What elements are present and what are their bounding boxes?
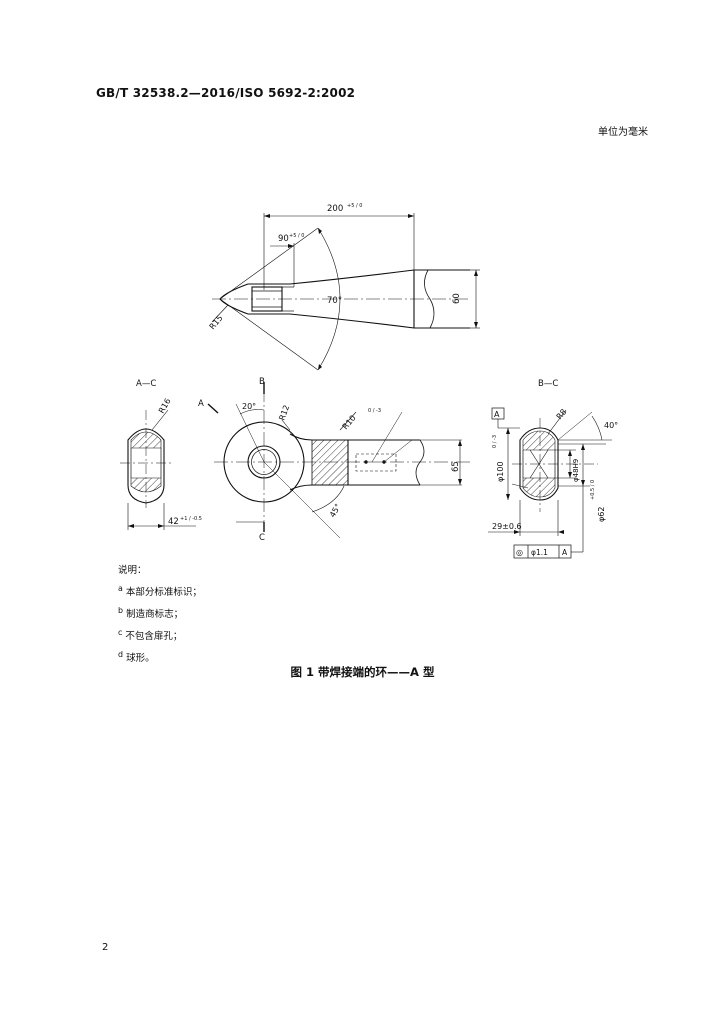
dim-90-label: 90 (278, 234, 289, 244)
technical-drawing: 200 +5 / 0 90 +5 / 0 70° 60 R15 A—C R16 … (120, 203, 618, 559)
front-view (207, 382, 470, 539)
tol-frame-value: φ1.1 (531, 548, 548, 557)
legend-item: c 不包含扉孔； (118, 628, 183, 643)
datum-a-label: A (494, 410, 500, 419)
dim-200-label: 200 (327, 204, 343, 214)
radius-12-label: R12 (277, 404, 291, 422)
dim-90-tol: +5 / 0 (289, 233, 304, 239)
dim-65-label: 65 (451, 461, 461, 472)
dim-42-label: 42 (168, 517, 179, 527)
legend-item: a 本部分标准标识； (118, 584, 202, 599)
section-bc-title: B—C (538, 379, 558, 389)
dim-200-tol: +5 / 0 (347, 203, 362, 209)
angle-20-label: 20° (242, 402, 256, 411)
dia-62-tol: +0.5 / 0 (590, 480, 596, 500)
section-mark-a: A (198, 399, 204, 409)
dim-60-label: 60 (452, 293, 462, 304)
dia-100-tol: 0 / -3 (492, 435, 498, 448)
dia-62-label: φ62 (597, 507, 606, 522)
radius-8-label: R8 (555, 407, 569, 421)
unit-note: 单位为毫米 (598, 127, 648, 138)
radius-15-label: R15 (208, 313, 225, 331)
legend-item: d 球形。 (118, 650, 155, 665)
section-ac-title: A—C (136, 379, 156, 389)
dia-100-label: φ100 (496, 461, 505, 482)
radius-10-label: R10 (341, 413, 358, 431)
legend-item: b 制造商标志； (118, 606, 184, 621)
legend-title: 说明： (118, 565, 147, 576)
section-bc-view (488, 407, 612, 559)
angle-70-label: 70° (327, 296, 342, 306)
dim-42-tol: +1 / -0.5 (180, 516, 202, 522)
tol-frame-datum: A (562, 548, 568, 557)
angle-45-label: 45° (328, 502, 343, 519)
section-mark-b: B (259, 377, 265, 387)
figure-caption: 图 1 带焊接端的环——A 型 (290, 665, 435, 679)
top-view (211, 213, 480, 371)
tol-frame-symbol: ◎ (516, 548, 523, 557)
section-mark-c: C (259, 533, 265, 543)
page-number: 2 (102, 942, 109, 953)
dia-48-label: φ48H9 (572, 459, 580, 482)
dim-29-label: 29±0.6 (492, 522, 522, 531)
document-header: GB/T 32538.2—2016/ISO 5692-2:2002 (96, 86, 356, 100)
section-ac-view (120, 409, 196, 530)
radius-16-label: R16 (157, 397, 173, 415)
legend: 说明： a 本部分标准标识； b 制造商标志； c 不包含扉孔； d 球形。 (118, 562, 202, 669)
radius-10-tol: 0 / -3 (368, 408, 381, 414)
angle-40-label: 40° (604, 421, 618, 430)
